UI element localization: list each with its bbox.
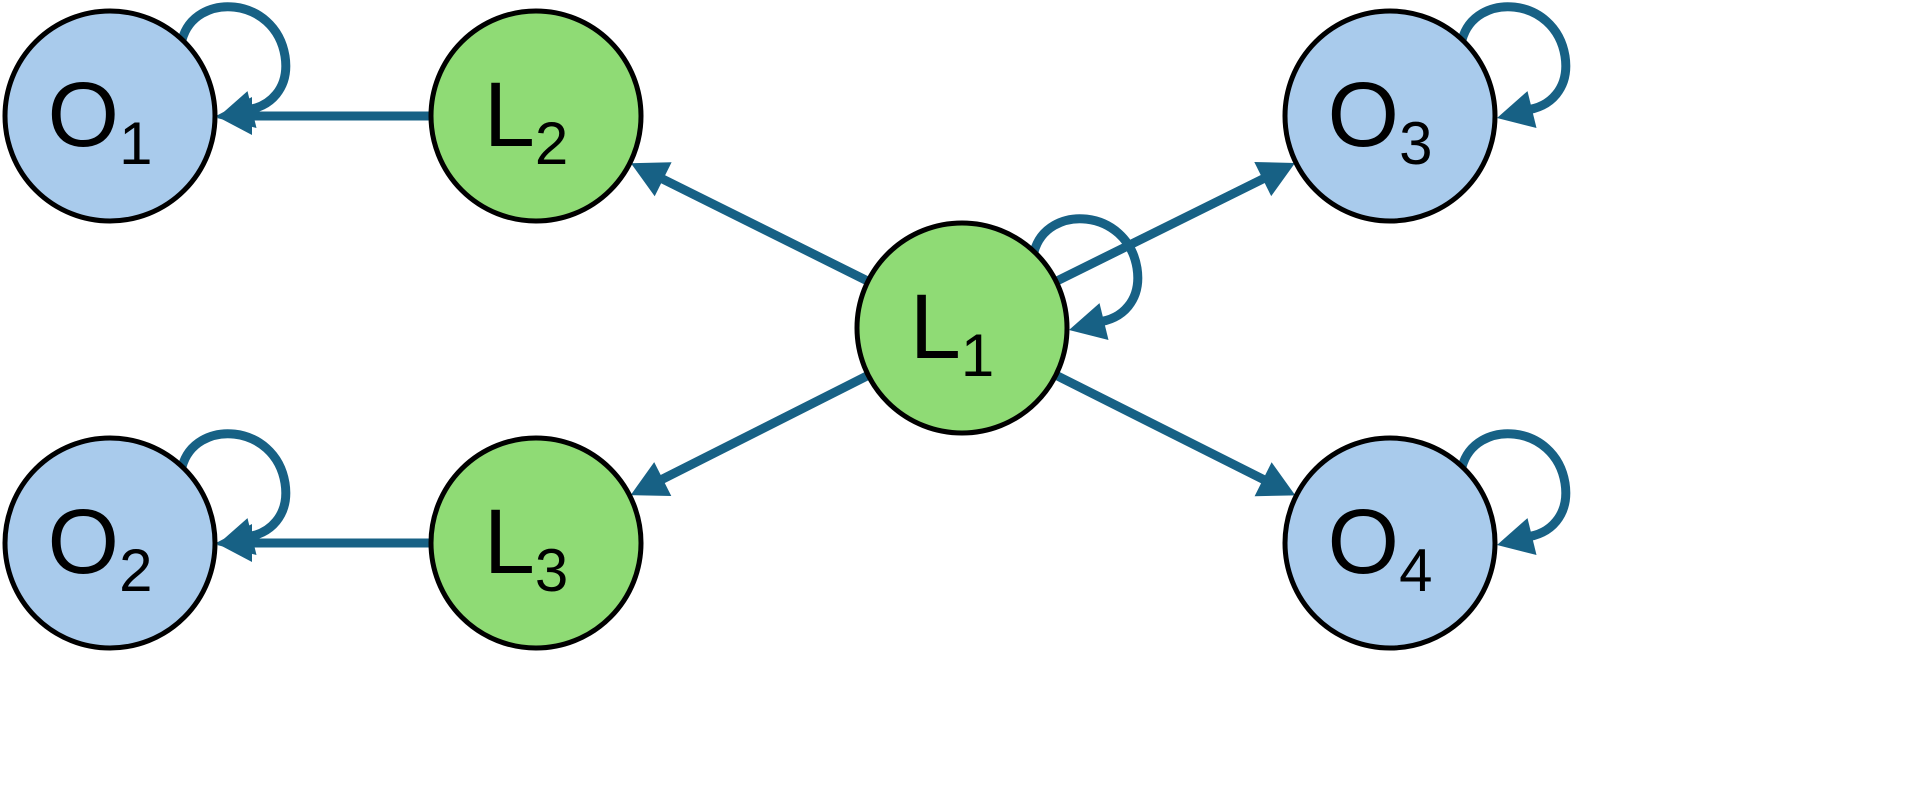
node-circle [2,8,218,224]
node-label: O1 [48,64,153,177]
edge-line [1055,371,1271,487]
edge-line [655,372,869,486]
edge-arrowhead [630,162,672,197]
node-label: L1 [910,276,995,389]
node-label-letter: O [1328,491,1400,593]
self-loop-curve [177,429,291,542]
node-label-subscript: 1 [961,322,994,389]
node-circle [1282,435,1498,651]
node-o4: O4 [1282,435,1498,651]
node-label: O4 [1328,491,1433,604]
edge-arrowhead [216,524,252,562]
self-loop-curve [177,2,291,115]
self-loop-l1 [1029,214,1143,340]
self-loop-arrowhead [1497,91,1537,128]
node-o3: O3 [1282,8,1498,224]
edge-l1-to-o4 [1055,371,1296,497]
edge-l1-to-l2 [630,162,869,285]
self-loop-curve [1457,2,1571,115]
self-loop-curve [1029,214,1143,327]
node-label: L3 [484,491,569,604]
node-label-subscript: 1 [119,110,152,177]
edge-arrowhead [216,97,252,135]
edges-layer [216,97,1296,562]
node-circle [2,435,218,651]
self-loop-curve [1457,429,1571,542]
node-l2: L2 [428,8,644,224]
self-loop-arrowhead [1497,518,1537,555]
node-label-subscript: 3 [1399,110,1432,177]
edge-arrowhead [1254,462,1296,497]
node-l1: L1 [854,220,1070,436]
node-circle [854,220,1070,436]
node-l3: L3 [428,435,644,651]
node-label-subscript: 4 [1399,537,1432,604]
node-label-letter: O [48,64,120,166]
node-label-subscript: 3 [535,537,568,604]
node-circle [428,8,644,224]
node-label: O2 [48,491,153,604]
node-label-subscript: 2 [535,110,568,177]
node-label-letter: L [910,276,961,378]
node-label-letter: O [48,491,120,593]
edge-arrowhead [630,462,672,496]
node-label-subscript: 2 [119,537,152,604]
node-label-letter: L [484,491,535,593]
edge-l1-to-l3 [630,372,869,496]
edge-arrowhead [1254,162,1295,197]
node-o1: O1 [2,8,218,224]
node-circle [428,435,644,651]
node-label: O3 [1328,64,1433,177]
self-loop-arrowhead [1069,303,1109,340]
edge-l2-to-o1 [216,97,429,135]
node-o2: O2 [2,435,218,651]
edge-l1-to-o3 [1055,162,1295,285]
edge-line [655,172,869,285]
node-label-letter: L [484,64,535,166]
edge-line [1055,172,1271,285]
node-label-letter: O [1328,64,1400,166]
node-label: L2 [484,64,569,177]
self-loop-o3 [1457,2,1571,128]
node-circle [1282,8,1498,224]
self-loop-o4 [1457,429,1571,555]
edge-l3-to-o2 [216,524,429,562]
